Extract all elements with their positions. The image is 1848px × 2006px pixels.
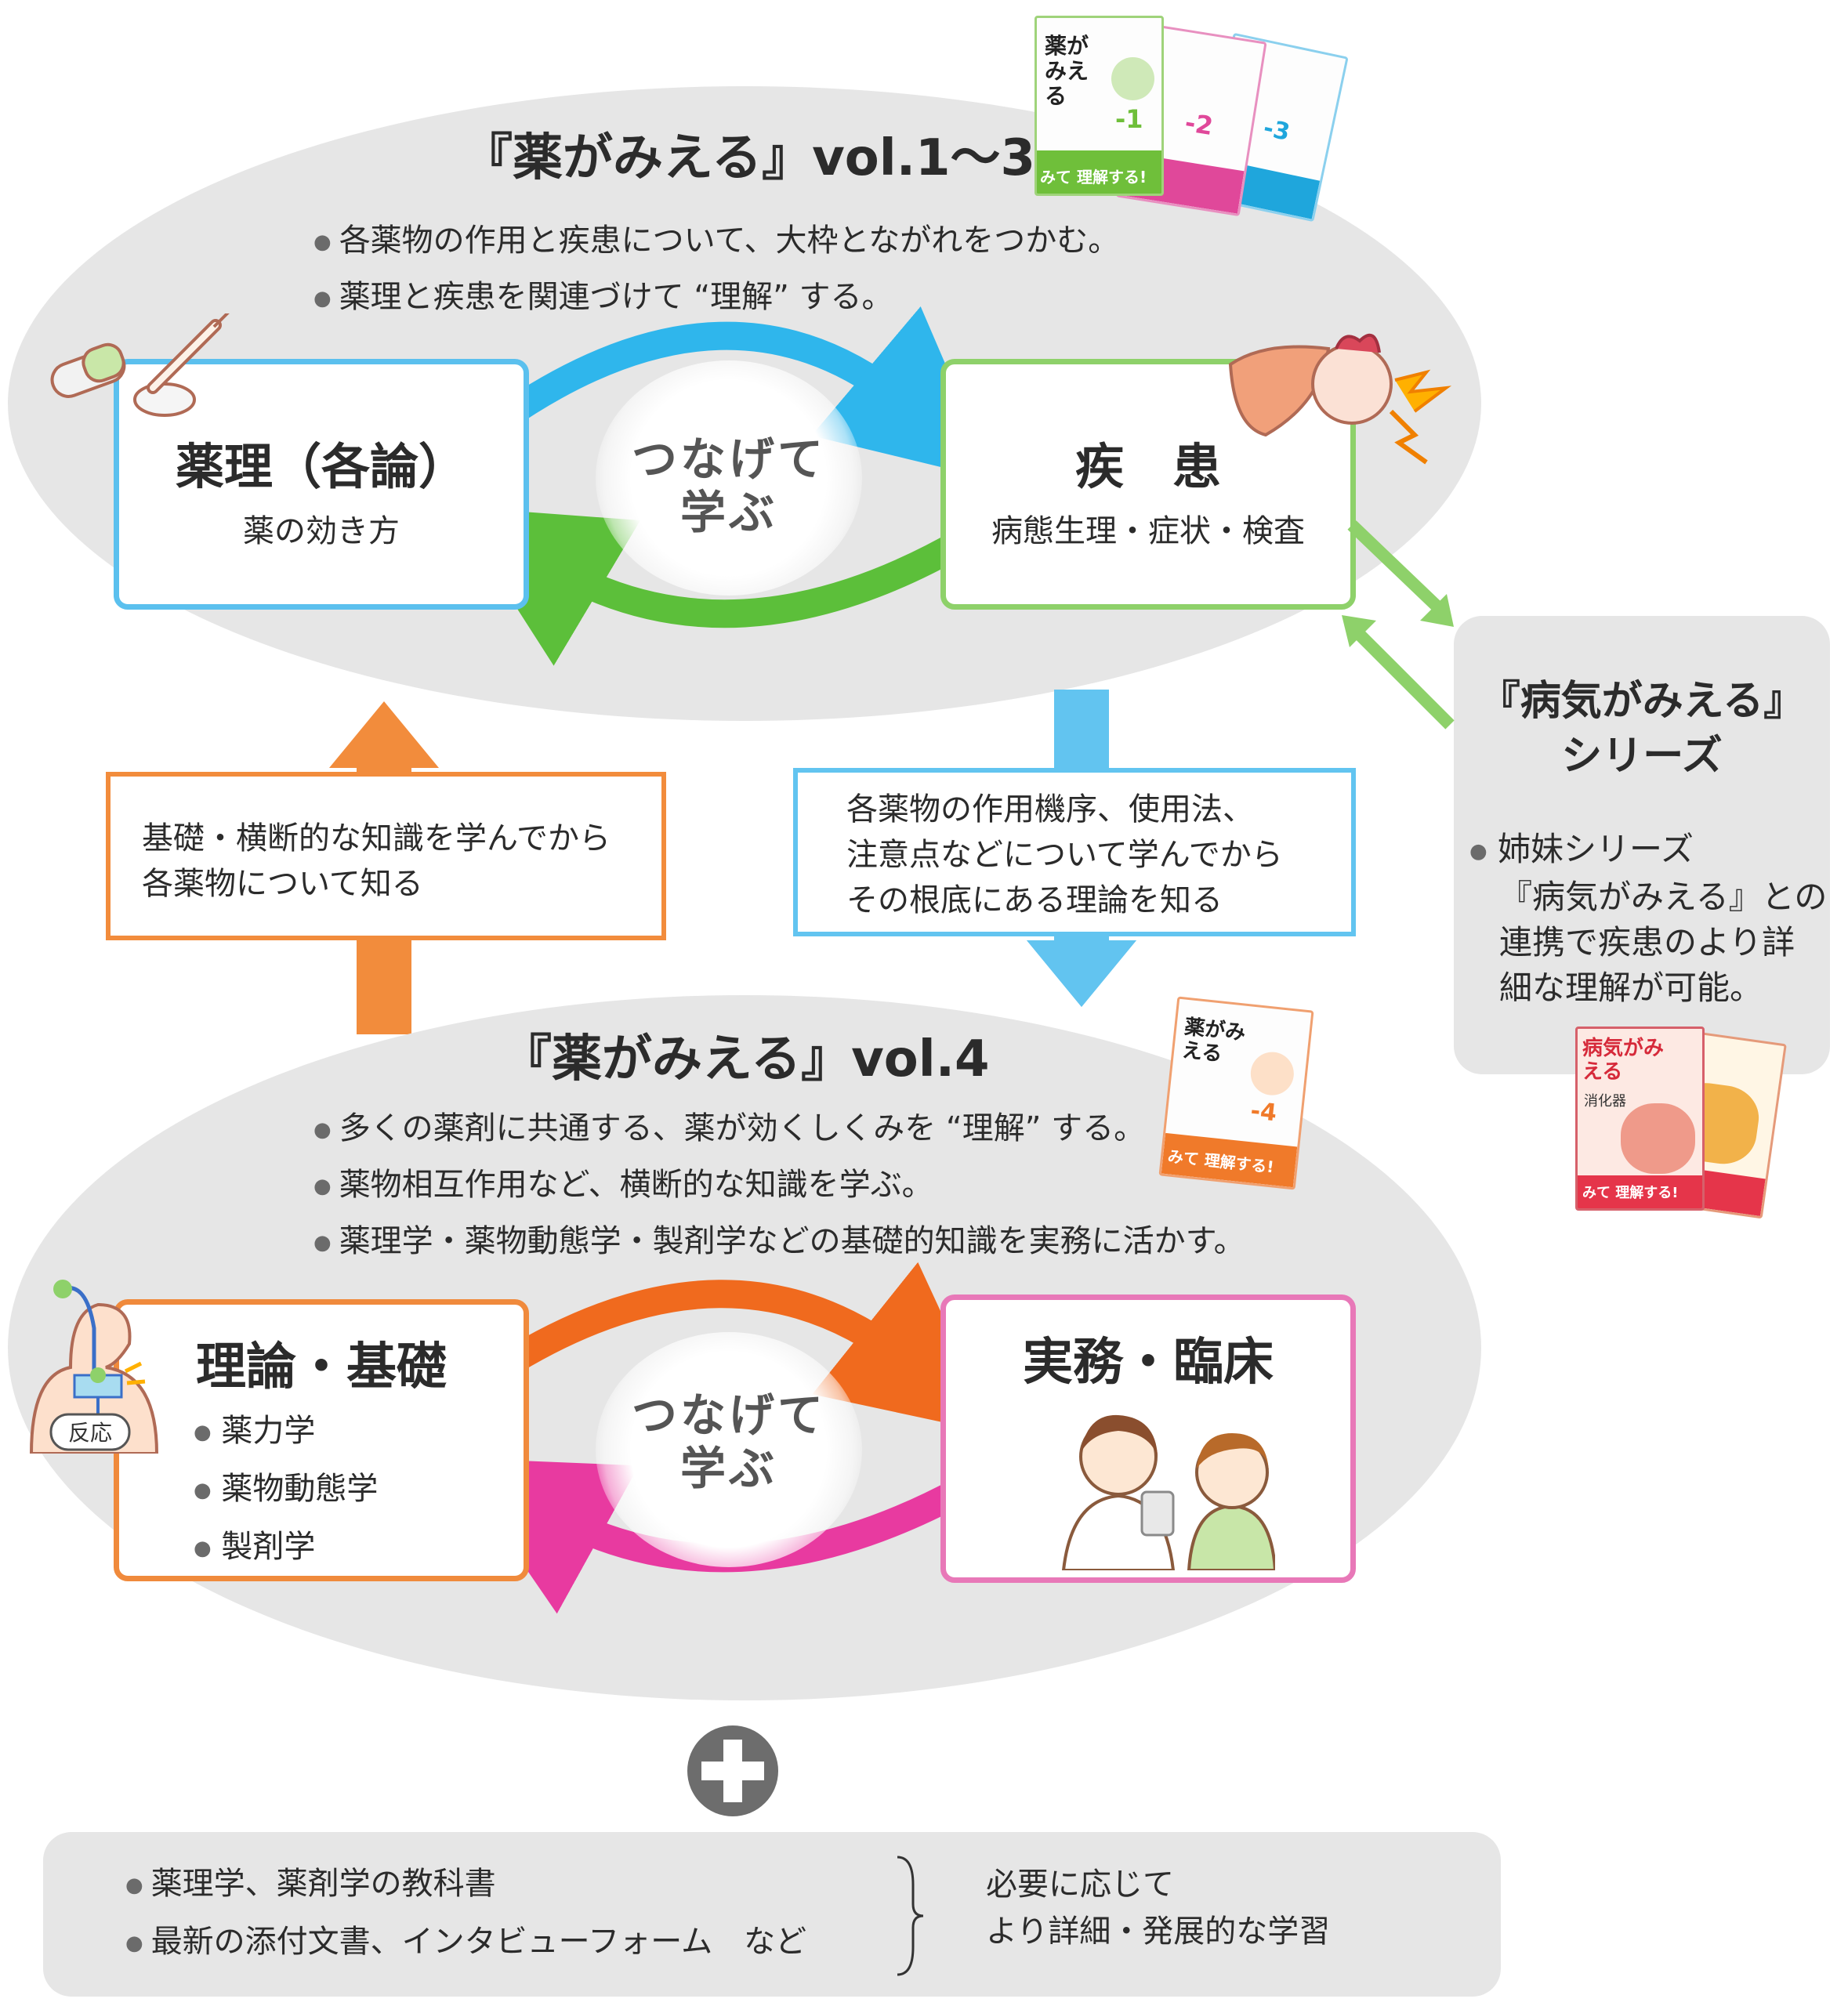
theory-item: ● 薬物動態学 bbox=[194, 1471, 379, 1507]
footer-bullet: 薬理学、薬剤学の教科書 bbox=[125, 1856, 806, 1914]
disease-books: 病気がみえる 消化器 みて 理解する! bbox=[1575, 1019, 1795, 1222]
body-reaction-label: 反応 bbox=[68, 1420, 112, 1446]
bottom-bullets: 多くの薬剤に共通する、薬が効くしくみを “理解” する。 薬物相互作用など、横断… bbox=[313, 1101, 1245, 1270]
bottom-glow bbox=[596, 1332, 862, 1567]
disease-box: 疾 患 病態生理・症状・検査 bbox=[940, 359, 1356, 610]
disease-book-1: 病気がみえる 消化器 みて 理解する! bbox=[1575, 1027, 1705, 1211]
practice-box: 実務・臨床 bbox=[940, 1294, 1356, 1583]
arrow-disease-to-series bbox=[1347, 520, 1447, 616]
book-vol4-title: 薬がみえる bbox=[1180, 1015, 1247, 1066]
footer-note-line: 必要に応じて bbox=[986, 1867, 1174, 1903]
disease-book-title: 病気がみえる bbox=[1582, 1037, 1665, 1084]
plus-icon bbox=[687, 1725, 778, 1816]
disease-series-bullet-line: 連携で疾患のより詳 bbox=[1499, 922, 1795, 961]
theory-title: 理論・基礎 bbox=[196, 1338, 447, 1396]
disease-series-title-line1: 『病気がみえる』 bbox=[1479, 678, 1805, 725]
pharmacist-patient-illustration bbox=[1061, 1414, 1275, 1570]
book-vol1: 薬がみえる -1 みて 理解する! bbox=[1035, 16, 1164, 196]
disease-series-title-line2: シリーズ bbox=[1561, 733, 1723, 780]
top-books: -3 -2 薬がみえる -1 みて 理解する! bbox=[1035, 12, 1349, 223]
bottom-connect-text: つなげて 学ぶ bbox=[611, 1389, 846, 1495]
liver-heart-illustration bbox=[1228, 333, 1452, 465]
top-bullet: 薬理と疾患を関連づけて “理解” する。 bbox=[313, 270, 1119, 326]
theory-items: ● 薬力学 ● 薬物動態学 ● 製剤学 bbox=[194, 1403, 378, 1577]
orange-note-line: 基礎・横断的な知識を学んでから bbox=[142, 820, 611, 856]
arrow-disease-to-pharmacology bbox=[451, 506, 971, 666]
bottom-bullet: 薬理学・薬物動態学・製剤学などの基礎的知識を実務に活かす。 bbox=[313, 1214, 1245, 1270]
disease-series-panel bbox=[1454, 616, 1830, 1074]
top-connect-line2: 学ぶ bbox=[679, 486, 777, 539]
disease-book-band: みて 理解する! bbox=[1582, 1185, 1679, 1201]
theory-item: ● 製剤学 bbox=[194, 1529, 316, 1565]
bottom-bullet: 薬物相互作用など、横断的な知識を学ぶ。 bbox=[313, 1157, 1245, 1214]
top-connect-line1: つなげて bbox=[631, 433, 826, 486]
top-bullet: 各薬物の作用と疾患について、大枠とながれをつかむ。 bbox=[313, 213, 1120, 270]
orange-note: 基礎・横断的な知識を学んでから 各薬物について知る bbox=[106, 772, 666, 940]
theory-item: ● 薬力学 bbox=[194, 1413, 316, 1449]
top-title: 『薬がみえる』vol.1〜3 bbox=[462, 129, 1036, 187]
disease-book-subject: 消化器 bbox=[1584, 1093, 1626, 1110]
book-vol1-title: 薬がみえる bbox=[1045, 33, 1089, 109]
disease-subtitle: 病態生理・症状・検査 bbox=[991, 513, 1305, 549]
blue-note-line: 注意点などについて学んでから bbox=[846, 837, 1283, 873]
footer-brace bbox=[897, 1856, 924, 1976]
blue-note: 各薬物の作用機序、使用法、 注意点などについて学んでから その根底にある理論を知… bbox=[793, 768, 1356, 936]
blue-note-line: その根底にある理論を知る bbox=[846, 882, 1223, 918]
bottom-bullet: 多くの薬剤に共通する、薬が効くしくみを “理解” する。 bbox=[313, 1101, 1245, 1157]
theory-box: 理論・基礎 ● 薬力学 ● 薬物動態学 ● 製剤学 bbox=[114, 1299, 529, 1581]
bottom-connect-line2: 学ぶ bbox=[679, 1442, 777, 1495]
practice-title: 実務・臨床 bbox=[1023, 1334, 1274, 1392]
arrow-pharmacology-to-disease bbox=[493, 306, 996, 480]
pharmacology-title: 薬理（各論） bbox=[175, 438, 467, 495]
footer-bullet: 最新の添付文書、インタビューフォーム など bbox=[125, 1914, 806, 1972]
book-vol4-label: -4 bbox=[1248, 1097, 1278, 1128]
body-reaction-illustration: 反応 bbox=[29, 1280, 159, 1454]
disease-series-title: 『病気がみえる』 シリーズ bbox=[1454, 674, 1830, 784]
arrow-series-to-disease bbox=[1351, 626, 1455, 730]
bottom-connect-line1: つなげて bbox=[631, 1389, 826, 1442]
pharmacology-subtitle: 薬の効き方 bbox=[243, 513, 400, 549]
top-glow bbox=[596, 360, 862, 596]
book-vol1-label: -1 bbox=[1115, 104, 1143, 134]
disease-series-bullet-line: 細な理解が可能。 bbox=[1499, 968, 1763, 1007]
top-connect-text: つなげて 学ぶ bbox=[611, 433, 846, 539]
footer-note: 必要に応じて より詳細・発展的な学習 bbox=[986, 1861, 1330, 1955]
disease-series-bullets: ● 姉妹シリーズ 『病気がみえる』との 連携で疾患のより詳 細な理解が可能。 bbox=[1469, 827, 1827, 1011]
blue-note-line: 各薬物の作用機序、使用法、 bbox=[846, 791, 1254, 827]
bottom-title: 『薬がみえる』vol.4 bbox=[502, 1030, 990, 1088]
medicine-illustration bbox=[50, 313, 230, 417]
disease-series-bullet-line: 『病気がみえる』との bbox=[1499, 877, 1828, 916]
disease-series-bullet-line: ● 姉妹シリーズ bbox=[1469, 830, 1694, 868]
disease-title: 疾 患 bbox=[1074, 438, 1221, 495]
top-bullets: 各薬物の作用と疾患について、大枠とながれをつかむ。 薬理と疾患を関連づけて “理… bbox=[313, 213, 1120, 326]
footer-bullets: 薬理学、薬剤学の教科書 最新の添付文書、インタビューフォーム など bbox=[125, 1856, 806, 1972]
orange-note-line: 各薬物について知る bbox=[142, 866, 423, 902]
book-vol1-band: みて 理解する! bbox=[1040, 168, 1147, 186]
footer-note-line: より詳細・発展的な学習 bbox=[986, 1914, 1331, 1950]
